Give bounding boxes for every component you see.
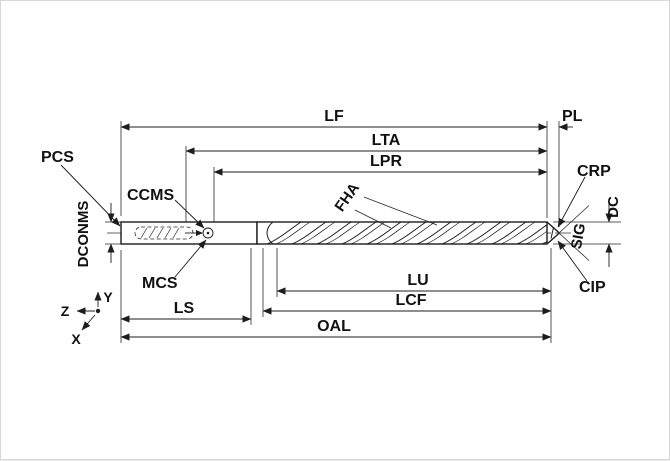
flute-lines: [266, 221, 547, 245]
dim-label-pl: PL: [562, 108, 583, 125]
leader-fha: [354, 196, 438, 229]
dim-label-lf: LF: [324, 108, 344, 125]
axis-x-arrow: [81, 314, 96, 331]
dim-label-lu: LU: [407, 272, 428, 289]
leader-cip: [557, 240, 588, 282]
clamp-flat-hatching: [140, 227, 180, 239]
coolant-port-marker: [185, 227, 214, 239]
dim-label-ccms: CCMS: [127, 187, 174, 204]
axes-origin-dot: [95, 308, 101, 314]
dimension-lines: [107, 123, 613, 341]
drill-fluted-body: [256, 221, 548, 245]
leader-pcs: [60, 164, 121, 227]
point-angle-lines: [558, 205, 590, 261]
coordinate-axes: Z Y X: [61, 289, 114, 347]
dim-label-lpr: LPR: [370, 153, 402, 170]
leader-ccms: [174, 199, 205, 229]
leader-mcs: [174, 239, 207, 278]
axis-x-label: X: [71, 331, 81, 347]
drill-shank: [120, 221, 258, 245]
dim-label-pcs: PCS: [41, 149, 74, 166]
dim-label-sig: SIG: [568, 222, 589, 250]
axis-z-label: Z: [61, 303, 70, 319]
dim-label-ls: LS: [174, 300, 195, 317]
dim-label-dc: DC: [605, 196, 622, 218]
drill-point: [546, 205, 590, 261]
dim-label-oal: OAL: [317, 318, 351, 335]
dim-label-lta: LTA: [372, 132, 401, 149]
axis-y-label: Y: [103, 289, 113, 305]
leader-crp: [557, 176, 586, 228]
dim-label-lcf: LCF: [395, 292, 426, 309]
dim-label-fha: FHA: [332, 180, 364, 215]
dim-label-cip: CIP: [579, 279, 606, 296]
dim-label-mcs: MCS: [142, 275, 178, 292]
dim-label-crp: CRP: [577, 163, 611, 180]
leader-lines: [60, 164, 588, 282]
extension-lines: [105, 121, 621, 343]
dim-label-dconms: DCONMS: [75, 201, 92, 268]
